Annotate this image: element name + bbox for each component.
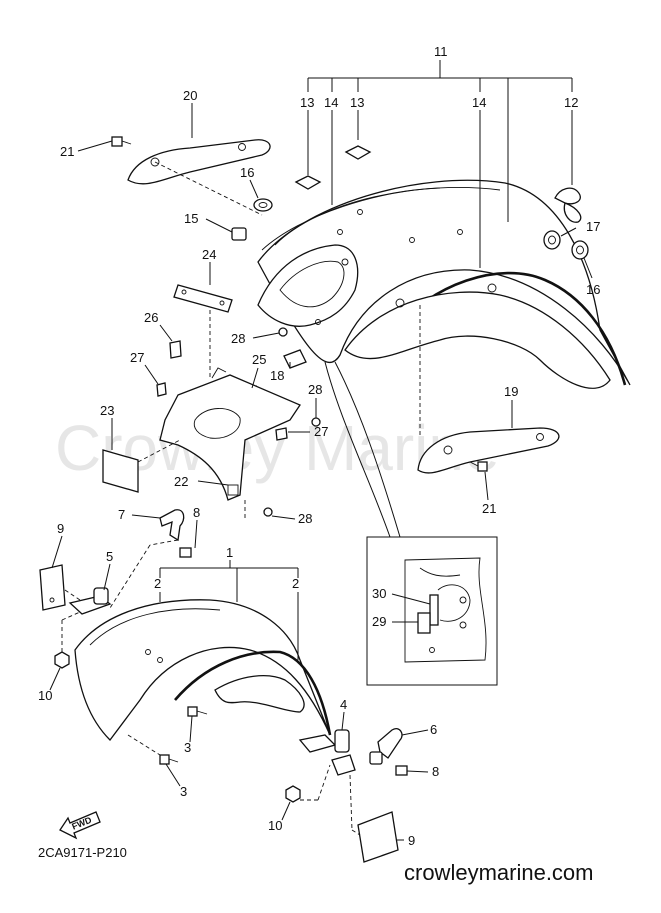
grommet-16-top	[253, 198, 273, 212]
clip-12	[554, 187, 582, 223]
callout-5: 5	[106, 549, 113, 564]
callout-25: 25	[252, 352, 266, 367]
nut-8-right	[395, 765, 408, 776]
callout-27b: 27	[314, 424, 328, 439]
callout-17: 17	[586, 219, 600, 234]
callout-4: 4	[340, 697, 347, 712]
callout-2b: 2	[292, 576, 299, 591]
clip-26	[169, 340, 182, 359]
callout-14b: 14	[472, 95, 486, 110]
connector-15	[231, 227, 247, 241]
decal-13b	[344, 145, 372, 160]
callout-labels: 11 13 14 13 14 12 20 21 16 15 17 16 24 2…	[38, 44, 600, 848]
callout-28c: 28	[298, 511, 312, 526]
callout-14a: 14	[324, 95, 338, 110]
callout-11-leader	[307, 60, 573, 268]
bracket-5	[68, 587, 112, 615]
callout-26: 26	[144, 310, 158, 325]
callout-21a: 21	[60, 144, 74, 159]
bolt-3-upper	[187, 706, 208, 717]
bolt-21-top	[111, 136, 132, 147]
bracket-4	[298, 729, 356, 776]
callout-18: 18	[270, 368, 284, 383]
callout-15: 15	[184, 211, 198, 226]
diagram-code: 2CA9171-P210	[38, 845, 127, 860]
side-cover-19	[417, 427, 560, 474]
callout-27a: 27	[130, 350, 144, 365]
callout-3b: 3	[180, 784, 187, 799]
callout-12: 12	[564, 95, 578, 110]
reflector-9-left	[39, 564, 66, 611]
reflector-9-right	[357, 811, 399, 863]
fwd-arrow-icon: FWD	[59, 811, 101, 840]
leader-lines	[49, 103, 593, 841]
callout-10a: 10	[38, 688, 52, 703]
callout-29: 29	[372, 614, 386, 629]
callout-30: 30	[372, 586, 386, 601]
callout-3a: 3	[184, 740, 191, 755]
callout-13a: 13	[300, 95, 314, 110]
callout-8b: 8	[432, 764, 439, 779]
callout-9b: 9	[408, 833, 415, 848]
strap-24	[173, 284, 233, 313]
callout-6: 6	[430, 722, 437, 737]
nut-10-left	[54, 651, 70, 669]
screw-28-bottom	[263, 507, 273, 517]
callout-9a: 9	[57, 521, 64, 536]
callout-10b: 10	[268, 818, 282, 833]
side-cover-20	[127, 139, 271, 185]
callout-1: 1	[226, 545, 233, 560]
callout-2a: 2	[154, 576, 161, 591]
license-bracket-22	[159, 367, 301, 501]
bolt-3-lower	[159, 754, 179, 765]
decal-13a	[294, 175, 322, 190]
callout-11: 11	[434, 44, 448, 59]
callout-16a: 16	[240, 165, 254, 180]
callout-19: 19	[504, 384, 518, 399]
callout-21b: 21	[482, 501, 496, 516]
nut-10-right	[285, 785, 301, 803]
callout-28a: 28	[231, 331, 245, 346]
callout-22: 22	[174, 474, 188, 489]
detail-inset	[366, 536, 498, 686]
rear-fender	[257, 179, 631, 389]
callout-8a: 8	[193, 505, 200, 520]
callout-28b: 28	[308, 382, 322, 397]
hook-7	[159, 509, 185, 542]
bolt-21-bottom	[469, 461, 488, 472]
nut-8-left	[179, 547, 192, 558]
callout-7: 7	[118, 507, 125, 522]
screw-28-top	[278, 327, 288, 337]
clip-6b	[369, 751, 383, 765]
callout-20: 20	[183, 88, 197, 103]
website-label: crowleymarine.com	[404, 860, 594, 885]
clip-27a	[156, 382, 167, 397]
rear-fender-bracket	[257, 244, 359, 327]
callout-23: 23	[100, 403, 114, 418]
grommet-17	[543, 230, 561, 250]
clip-27b	[275, 427, 288, 441]
callout-13b: 13	[350, 95, 364, 110]
callout-24: 24	[202, 247, 216, 262]
grommet-16-right	[571, 240, 589, 260]
license-plate-23	[102, 449, 139, 493]
callout-16b: 16	[586, 282, 600, 297]
pad-18	[283, 349, 307, 369]
callout-1-leader	[159, 560, 299, 660]
hook-6	[377, 728, 403, 759]
front-fender	[74, 599, 332, 741]
